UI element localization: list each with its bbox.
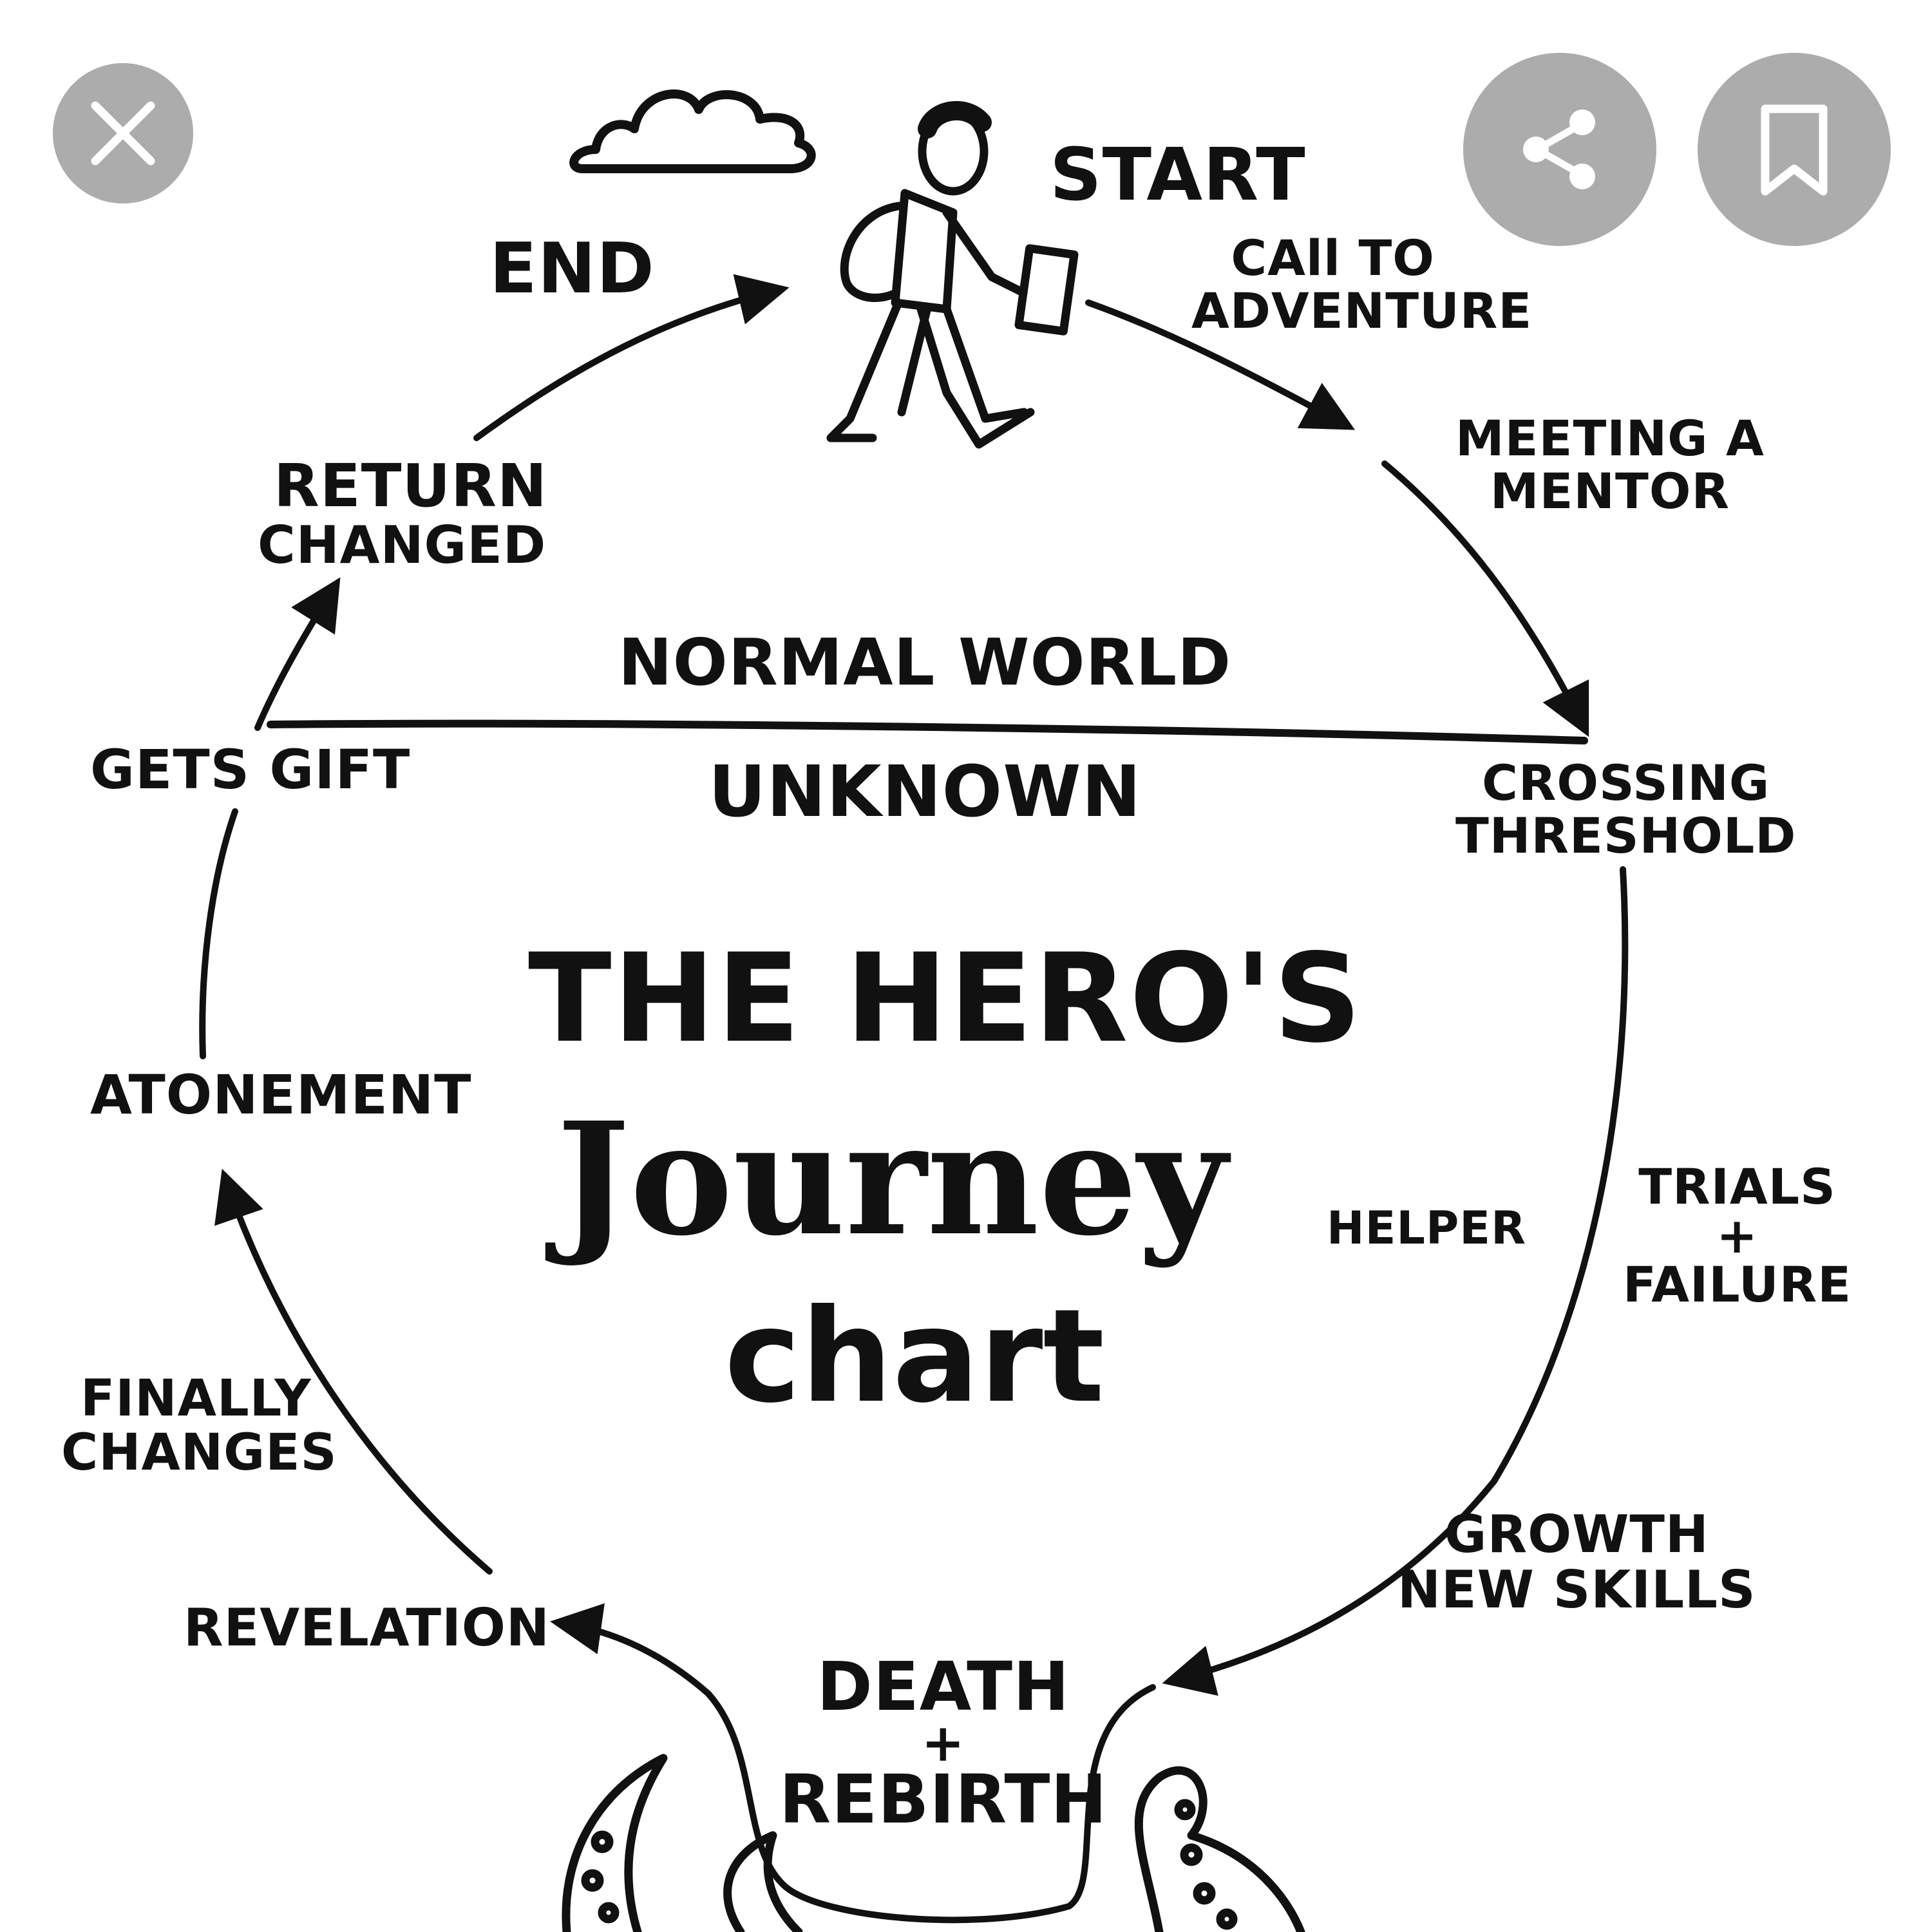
stage-growth-new-skills: GROWTH NEW SKILLS xyxy=(1397,1504,1756,1620)
stage-threshold-line2: THRESHOLD xyxy=(1455,807,1797,865)
stage-helper: HELPER xyxy=(1327,1202,1527,1255)
stage-death-line1: DEATH xyxy=(817,1647,1070,1726)
share-button[interactable] xyxy=(1463,53,1656,246)
world-divider-line xyxy=(267,719,1588,744)
stage-trials-line1: TRIALS xyxy=(1638,1158,1836,1215)
share-icon xyxy=(1523,109,1595,189)
stage-mentor-line1: MEETING A xyxy=(1455,410,1765,467)
stage-finally-changes: FINALLY CHANGES xyxy=(61,1370,337,1482)
stage-mentor-line2: MENTOR xyxy=(1490,462,1730,520)
bookmark-icon xyxy=(1761,104,1828,196)
stage-start: START xyxy=(1050,133,1306,217)
bookmark-button[interactable] xyxy=(1698,53,1891,246)
stage-growth-line1: GROWTH xyxy=(1444,1504,1709,1564)
stage-revelation: REVELATION xyxy=(184,1598,550,1658)
stage-growth-line2: NEW SKILLS xyxy=(1397,1560,1756,1620)
stage-end: END xyxy=(489,229,655,309)
stage-call-line2: ADVENTURE xyxy=(1191,282,1533,340)
stage-call-line1: CAll TO xyxy=(1231,229,1435,287)
stage-threshold-line1: CROSSING xyxy=(1482,754,1770,811)
stage-trials-line2: + xyxy=(1716,1207,1758,1264)
stage-death-rebirth: DEATH + REBIRTH xyxy=(779,1647,1108,1839)
stage-gets-gift: GETS GIFT xyxy=(90,738,411,801)
stage-death-line2: + xyxy=(921,1712,965,1773)
hiker-drawing xyxy=(826,100,1079,449)
close-button[interactable] xyxy=(53,63,193,204)
stage-crossing-threshold: CROSSING THRESHOLD xyxy=(1455,754,1797,865)
title-line3: chart xyxy=(724,1282,1105,1432)
stage-finally-line1: FINALLY xyxy=(80,1370,312,1428)
journey-arrows xyxy=(199,274,1629,1924)
region-normal-world: NORMAL WORLD xyxy=(618,625,1232,700)
stage-return-line1: RETURN xyxy=(274,451,547,520)
stage-return-line2: CHANGED xyxy=(258,515,547,576)
stage-finally-line2: CHANGES xyxy=(61,1424,337,1482)
title-line1: THE HERO'S xyxy=(528,927,1363,1070)
tentacle-drawing xyxy=(562,1754,1305,1932)
title-line2: Journey xyxy=(556,1088,1227,1270)
stage-return-changed: RETURN CHANGED xyxy=(258,454,547,574)
stage-atonement: ATONEMENT xyxy=(90,1063,472,1126)
stage-trials-line3: FAILURE xyxy=(1623,1256,1852,1313)
stage-meeting-mentor: MEETING A MENTOR xyxy=(1455,412,1765,518)
region-unknown: UNKNOWN xyxy=(708,750,1142,833)
stage-trials-failure: TRIALS + FAILURE xyxy=(1623,1162,1852,1309)
stage-death-line3: REBIRTH xyxy=(779,1759,1108,1839)
cloud-drawing xyxy=(569,90,816,173)
stage-call-to-adventure: CAll TO ADVENTURE xyxy=(1191,231,1533,340)
close-icon xyxy=(91,101,155,166)
